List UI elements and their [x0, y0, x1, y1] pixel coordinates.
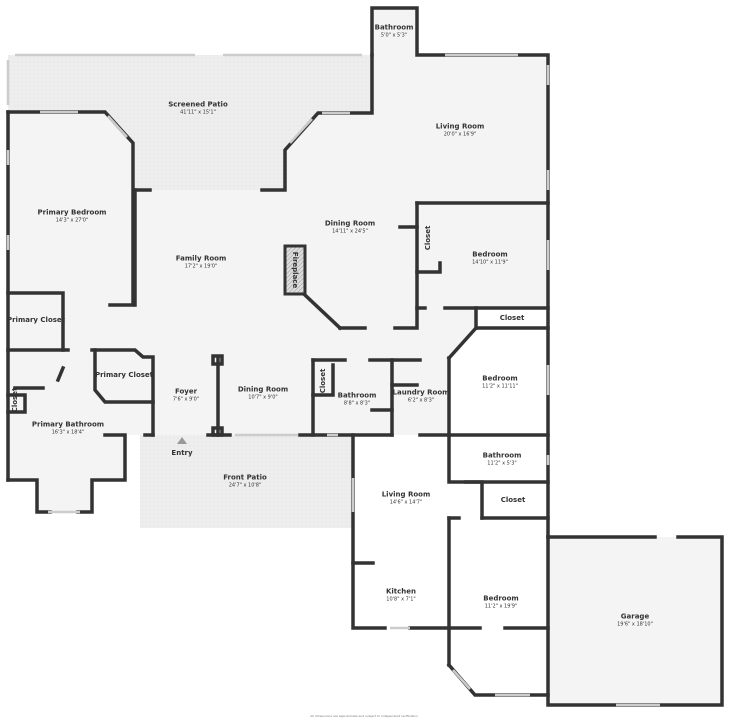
closet-label-low: Closet [500, 496, 526, 504]
room-label-primary-closet-2: Primary Closet [94, 371, 154, 379]
windows [6, 53, 660, 707]
front-patio-floor [140, 435, 353, 528]
closet-label-bath: Closet [319, 368, 327, 394]
room-label-primary-closet-1: Primary Closet [6, 316, 66, 324]
entry-label: Entry [171, 449, 193, 457]
walls [6, 6, 724, 707]
entry-arrow-icon [177, 437, 187, 444]
fireplace [283, 244, 307, 296]
disclaimer-footer: All dimensions are approximate and subje… [310, 714, 418, 718]
closet-label-right-top: Closet [499, 314, 525, 322]
closet-label-left: Closet [11, 387, 19, 413]
screened-patio-floor [8, 55, 372, 190]
closet-label-top: Closet [424, 225, 432, 251]
fireplace-label: Fireplace [291, 251, 299, 289]
room-floors [8, 8, 722, 705]
